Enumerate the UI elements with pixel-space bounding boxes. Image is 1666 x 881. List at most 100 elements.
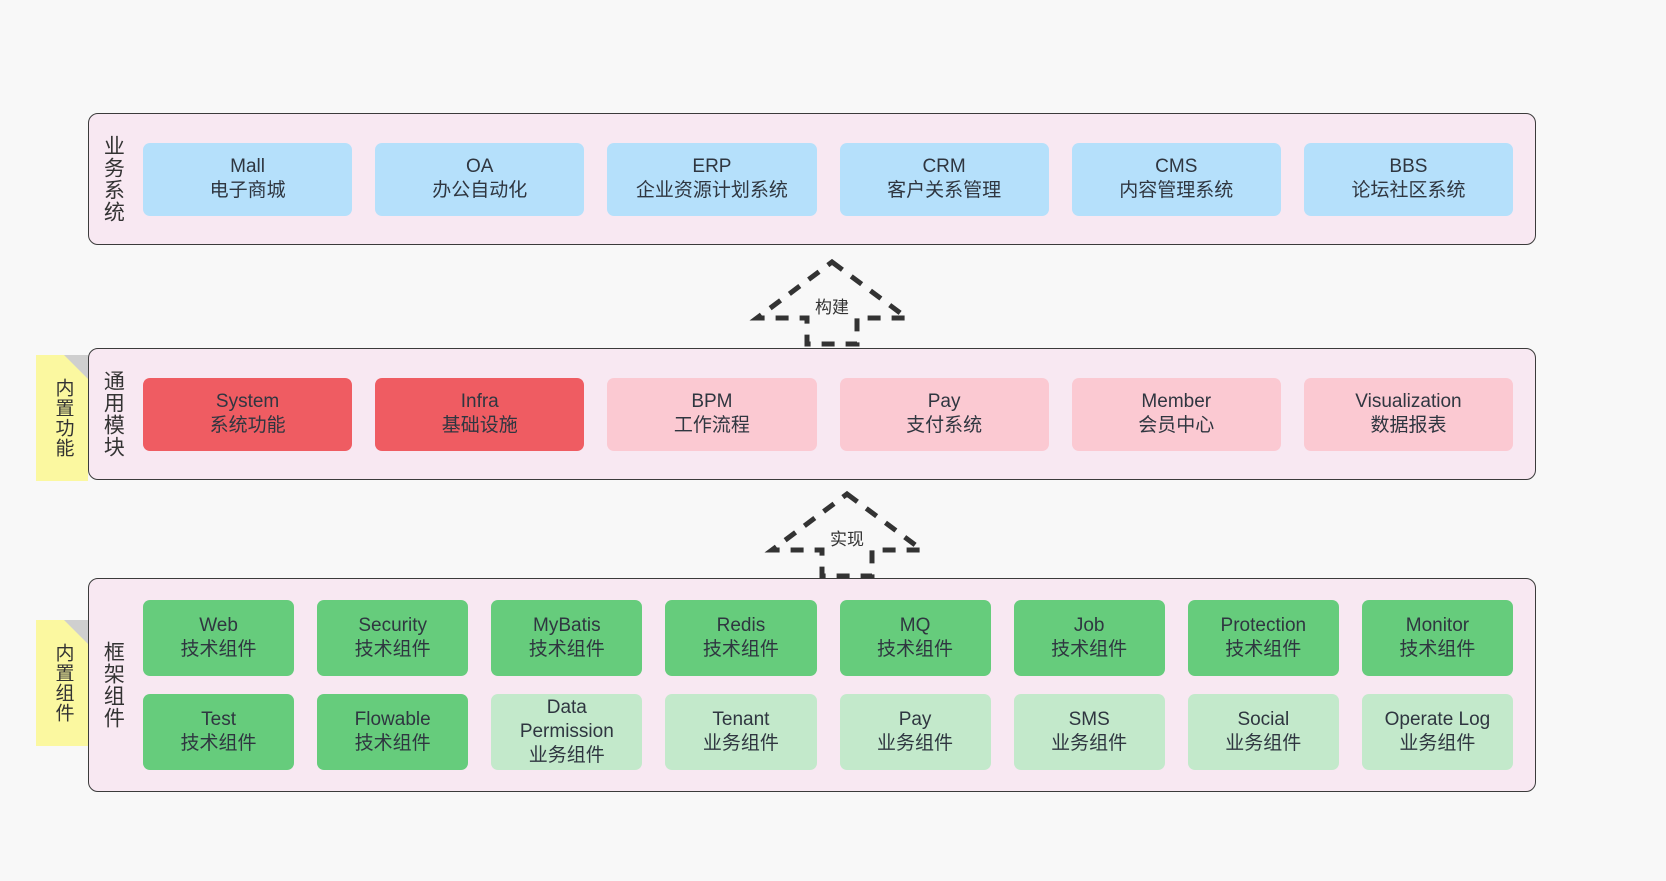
module-card-visualization[interactable]: Visualization 数据报表 <box>1303 377 1514 451</box>
module-card-desc: 技术组件 <box>1225 639 1302 660</box>
module-card-desc: 技术组件 <box>877 639 954 660</box>
connector-implement-label: 实现 <box>830 530 864 549</box>
build-arrow-icon <box>749 258 915 347</box>
module-card-tenant[interactable]: Tenant 业务组件 <box>665 694 817 770</box>
module-card-redis[interactable]: Redis 技术组件 <box>665 600 817 676</box>
module-card-crm[interactable]: CRM 客户关系管理 <box>839 142 1049 216</box>
module-card-operate-log[interactable]: Operate Log 业务组件 <box>1361 694 1513 770</box>
module-card-desc: 技术组件 <box>1051 639 1128 660</box>
module-card-data-permission[interactable]: Data Permission 业务组件 <box>491 694 643 770</box>
business-system-layer-title: 业务系统 <box>101 135 125 223</box>
common-module-layer-title: 通用模块 <box>101 370 125 458</box>
module-card-name: CRM <box>922 155 966 177</box>
module-card-desc: 论坛社区系统 <box>1351 180 1466 201</box>
common-module-layer: 通用模块 System 系统功能 Infra 基础设施 BPM 工作流程 Pay… <box>88 348 1536 480</box>
module-card-desc: 技术组件 <box>702 639 779 660</box>
connector-build-label: 构建 <box>815 298 849 317</box>
module-card-name: OA <box>466 155 494 177</box>
framework-component-layer: 框架组件 Web 技术组件 Security 技术组件 MyBatis 技术组件… <box>88 578 1536 792</box>
module-card-name: CMS <box>1155 155 1198 177</box>
module-card-pay[interactable]: Pay 支付系统 <box>839 377 1049 451</box>
module-card-cms[interactable]: CMS 内容管理系统 <box>1071 142 1281 216</box>
module-card-name: System <box>215 390 280 412</box>
module-card-bbs[interactable]: BBS 论坛社区系统 <box>1303 142 1514 216</box>
module-card-bpm[interactable]: BPM 工作流程 <box>607 377 817 451</box>
note-builtin-component: 内置组件 <box>36 620 88 746</box>
module-card-protection[interactable]: Protection 技术组件 <box>1187 600 1339 676</box>
module-card-system[interactable]: System 系统功能 <box>143 377 353 451</box>
module-card-name: Test <box>201 708 236 730</box>
module-card-social[interactable]: Social 业务组件 <box>1187 694 1339 770</box>
module-card-desc: 业务组件 <box>1051 733 1128 754</box>
module-card-name: Web <box>199 614 238 636</box>
module-card-desc: 客户关系管理 <box>887 180 1002 201</box>
module-card-name: Data Permission <box>519 696 614 742</box>
business-system-row: Mall 电子商城 OA 办公自动化 ERP 企业资源计划系统 CRM 客户关系… <box>143 142 1514 216</box>
module-card-web[interactable]: Web 技术组件 <box>143 600 295 676</box>
module-card-name: Infra <box>460 390 499 412</box>
module-card-desc: 会员中心 <box>1138 415 1215 436</box>
module-card-desc: 业务组件 <box>1225 733 1302 754</box>
module-card-mybatis[interactable]: MyBatis 技术组件 <box>491 600 643 676</box>
module-card-job[interactable]: Job 技术组件 <box>1013 600 1165 676</box>
module-card-member[interactable]: Member 会员中心 <box>1071 377 1281 451</box>
module-card-desc: 支付系统 <box>906 415 983 436</box>
module-card-name: Pay <box>927 390 961 412</box>
connector-implement: 实现 <box>762 488 932 580</box>
module-card-name: Pay <box>898 708 932 730</box>
module-card-desc: 企业资源计划系统 <box>635 180 788 201</box>
note-builtin-function: 内置功能 <box>36 355 88 481</box>
module-card-oa[interactable]: OA 办公自动化 <box>375 142 585 216</box>
common-module-row: System 系统功能 Infra 基础设施 BPM 工作流程 Pay 支付系统… <box>143 377 1514 451</box>
module-card-desc: 业务组件 <box>702 733 779 754</box>
module-card-desc: 办公自动化 <box>432 180 528 201</box>
module-card-name: Mall <box>230 155 265 177</box>
module-card-mq[interactable]: MQ 技术组件 <box>839 600 991 676</box>
module-card-flowable[interactable]: Flowable 技术组件 <box>317 694 469 770</box>
module-card-name: Protection <box>1220 614 1307 636</box>
implement-arrow-icon <box>764 490 930 579</box>
module-card-desc: 业务组件 <box>877 733 954 754</box>
framework-component-layer-body: Web 技术组件 Security 技术组件 MyBatis 技术组件 Redi… <box>135 579 1535 791</box>
module-card-security[interactable]: Security 技术组件 <box>317 600 469 676</box>
module-card-infra[interactable]: Infra 基础设施 <box>375 377 585 451</box>
module-card-name: Flowable <box>354 708 431 730</box>
module-card-desc: 工作流程 <box>673 415 750 436</box>
module-card-name: Job <box>1073 614 1105 636</box>
module-card-desc: 技术组件 <box>354 639 431 660</box>
module-card-name: BBS <box>1389 155 1428 177</box>
module-card-desc: 电子商城 <box>209 180 286 201</box>
module-card-desc: 技术组件 <box>180 733 257 754</box>
module-card-monitor[interactable]: Monitor 技术组件 <box>1361 600 1513 676</box>
business-system-layer-body: Mall 电子商城 OA 办公自动化 ERP 企业资源计划系统 CRM 客户关系… <box>135 114 1535 244</box>
framework-business-row: Test 技术组件 Flowable 技术组件 Data Permission … <box>143 694 1513 770</box>
framework-component-layer-title: 框架组件 <box>101 641 125 729</box>
module-card-pay-business[interactable]: Pay 业务组件 <box>839 694 991 770</box>
module-card-name: Redis <box>716 614 766 636</box>
module-card-name: MQ <box>899 614 931 636</box>
module-card-erp[interactable]: ERP 企业资源计划系统 <box>607 142 817 216</box>
module-card-desc: 技术组件 <box>1399 639 1476 660</box>
module-card-desc: 数据报表 <box>1370 415 1447 436</box>
module-card-name: MyBatis <box>533 614 601 636</box>
module-card-desc: 技术组件 <box>180 639 257 660</box>
module-card-name: SMS <box>1068 708 1110 730</box>
module-card-sms[interactable]: SMS 业务组件 <box>1013 694 1165 770</box>
module-card-desc: 业务组件 <box>528 745 605 767</box>
module-card-desc: 技术组件 <box>354 733 431 754</box>
module-card-desc: 业务组件 <box>1399 733 1476 754</box>
module-card-name: ERP <box>692 155 732 177</box>
connector-build: 构建 <box>747 256 917 348</box>
module-card-mall[interactable]: Mall 电子商城 <box>143 142 353 216</box>
module-card-desc: 技术组件 <box>528 639 605 660</box>
module-card-name: Tenant <box>712 708 770 730</box>
module-card-test[interactable]: Test 技术组件 <box>143 694 295 770</box>
module-card-desc: 系统功能 <box>209 415 286 436</box>
module-card-desc: 内容管理系统 <box>1119 180 1234 201</box>
module-card-name: Member <box>1141 390 1212 412</box>
framework-tech-row: Web 技术组件 Security 技术组件 MyBatis 技术组件 Redi… <box>143 600 1513 676</box>
module-card-name: Security <box>358 614 427 636</box>
module-card-name: BPM <box>691 390 733 412</box>
module-card-name: Social <box>1237 708 1290 730</box>
